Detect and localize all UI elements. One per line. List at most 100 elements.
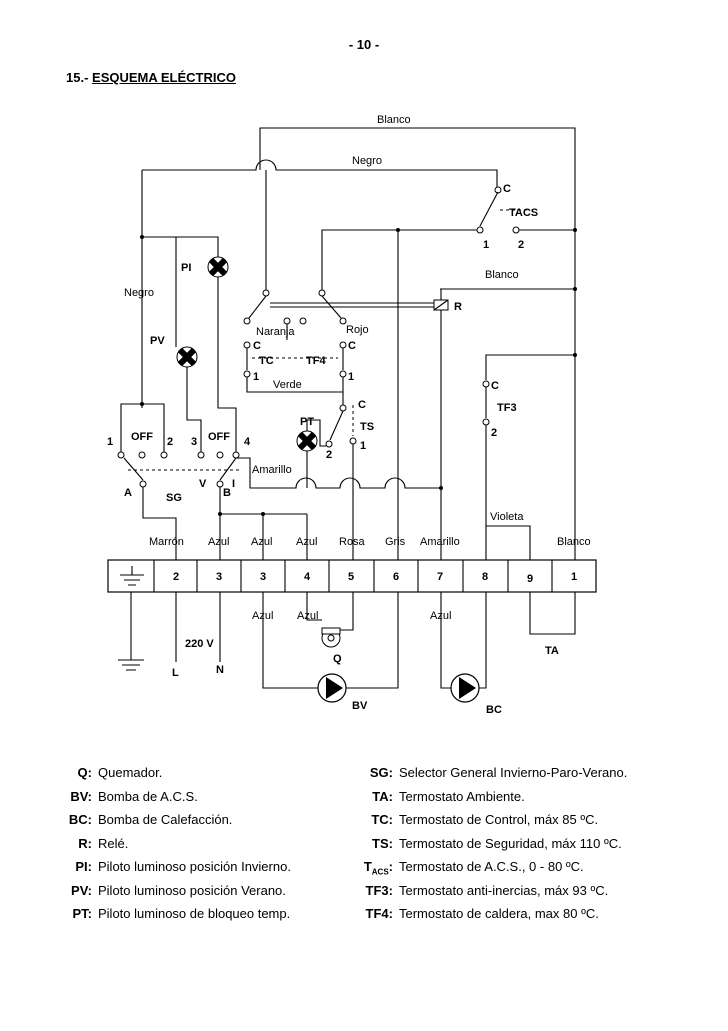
label-negro-left: Negro — [124, 287, 154, 299]
naranja-terminal — [283, 317, 291, 325]
sg-3-label: 3 — [191, 436, 197, 448]
legend-text: Termostato de A.C.S., 0 - 80 ºC. — [399, 859, 584, 874]
legend-row: TF4:Termostato de caldera, max 80 ºC. — [363, 906, 627, 930]
legend-text: Piloto luminoso de bloqueo temp. — [98, 906, 291, 921]
label-rojo: Rojo — [346, 324, 369, 336]
legend-text: Termostato de Control, máx 85 ºC. — [399, 812, 599, 827]
tf3-2-terminal — [482, 418, 490, 426]
legend-key: TA: — [372, 788, 393, 804]
legend-text: Quemador. — [98, 765, 163, 780]
tacs-1-terminal — [476, 226, 484, 234]
wire-pi — [176, 236, 237, 452]
legend-text: Selector General Invierno-Paro-Verano. — [399, 765, 628, 780]
junction-dot — [140, 235, 144, 239]
tb-num-6: 7 — [437, 571, 443, 583]
tacs-contact — [479, 191, 499, 227]
relay-label: R — [454, 301, 462, 313]
legend-row: BV:Bomba de A.C.S. — [62, 789, 291, 813]
sg-1-terminal — [117, 451, 125, 459]
legend-key: TF4: — [365, 906, 393, 921]
tf4-c-label: C — [348, 340, 356, 352]
tf4-terminal — [339, 317, 347, 325]
ts-c-label: C — [358, 399, 366, 411]
legend-key: TF3: — [365, 882, 393, 898]
wire-pt-ts — [306, 419, 326, 447]
label-bc: BC — [486, 704, 502, 716]
tacs-c-label: C — [503, 183, 511, 195]
tf3-2-label: 2 — [491, 427, 497, 439]
tb-top-rosa: Rosa — [339, 536, 366, 548]
page-number: - 10 - — [348, 37, 380, 52]
legend-key: Q: — [77, 765, 92, 780]
label-blanco-right: Blanco — [485, 269, 519, 281]
legend-key: TS: — [372, 835, 393, 851]
pi-label: PI — [181, 262, 191, 274]
legend-row: TA: Termostato Ambiente. — [363, 789, 627, 813]
legend-row: Q: Quemador. — [62, 765, 291, 789]
junction-dot — [140, 402, 144, 406]
pv-lamp-fill — [177, 347, 197, 367]
terminal-block — [107, 559, 597, 593]
wire-amarillo — [236, 457, 441, 489]
legend-text: Termostato Ambiente. — [399, 788, 525, 804]
legend-key: BV: — [70, 788, 92, 804]
sg-name: SG — [166, 492, 182, 504]
ts-name: TS — [360, 421, 374, 433]
wire-blanco-top — [259, 127, 576, 560]
legend-row: PI:Piloto luminoso posición Invierno. — [62, 859, 291, 883]
ground-symbol — [118, 659, 144, 671]
tb-bottom-azul-3: Azul — [430, 610, 451, 622]
sg-4-terminal — [232, 451, 240, 459]
tf4-c-terminal — [339, 341, 347, 349]
tc-name: TC — [259, 355, 274, 367]
relay-contact-2 — [318, 289, 326, 297]
tf3-name: TF3 — [497, 402, 517, 414]
legend-key: PI: — [75, 859, 92, 874]
sg-a-label: A — [124, 487, 132, 499]
tc-c-terminal — [243, 341, 251, 349]
tb-top-azul-3b: Azul — [296, 536, 317, 548]
ts-1-terminal — [349, 437, 357, 445]
relay-rod — [270, 302, 434, 308]
tb-num-9: 1 — [571, 571, 577, 583]
sg-v-label: V — [199, 478, 207, 490]
junction-dot — [573, 287, 577, 291]
legend-key: PT: — [72, 906, 93, 921]
label-verde: Verde — [273, 379, 302, 391]
sg-off1-label: OFF — [131, 431, 153, 443]
legend-key: BC: — [68, 812, 92, 827]
legend-left: Q: Quemador. BV:Bomba de A.C.S. BC: Bomba … — [62, 765, 291, 930]
tc-1-label: 1 — [253, 371, 259, 383]
legend-row: TC:Termostato de Control, máx 85 ºC. — [363, 812, 627, 836]
legend-row: TACS:Termostato de A.C.S., 0 - 80 ºC. — [363, 859, 627, 883]
contact-arm — [248, 295, 342, 319]
legend-key-colon: : — [388, 859, 393, 874]
legend-key: R: — [78, 835, 92, 851]
tb-num-5: 6 — [393, 571, 399, 583]
label-bv: BV — [352, 700, 368, 712]
sg-2-terminal — [160, 451, 168, 459]
tb-top-azul-3: Azul — [251, 536, 272, 548]
wire-tacs-to-tc — [321, 229, 398, 290]
label-naranja: Naranja — [256, 326, 295, 338]
tb-num-3: 3 — [260, 571, 266, 583]
legend-key: PV: — [71, 882, 92, 898]
legend-row: TF3:Termostato anti-inercias, máx 93 ºC. — [363, 883, 627, 907]
ts-1-label: 1 — [360, 440, 366, 452]
tb-num-2: 3 — [216, 571, 222, 583]
junction-dot — [439, 486, 443, 490]
sg-off1-terminal — [138, 451, 146, 459]
tf4-1-terminal — [339, 370, 347, 378]
tacs-name: TACS — [509, 207, 538, 219]
tb-num-7: 8 — [482, 571, 488, 583]
label-blanco-top: Blanco — [377, 114, 411, 126]
junction-dot — [573, 353, 577, 357]
rojo-left-terminal — [299, 317, 307, 325]
legend-text: Bomba de Calefacción. — [98, 812, 233, 827]
tb-num-1: 2 — [173, 571, 179, 583]
label-negro-top: Negro — [352, 155, 382, 167]
label-violeta: Violeta — [490, 511, 524, 523]
wire-q — [306, 592, 354, 631]
legend-text: Piloto luminoso posición Verano. — [98, 882, 286, 898]
